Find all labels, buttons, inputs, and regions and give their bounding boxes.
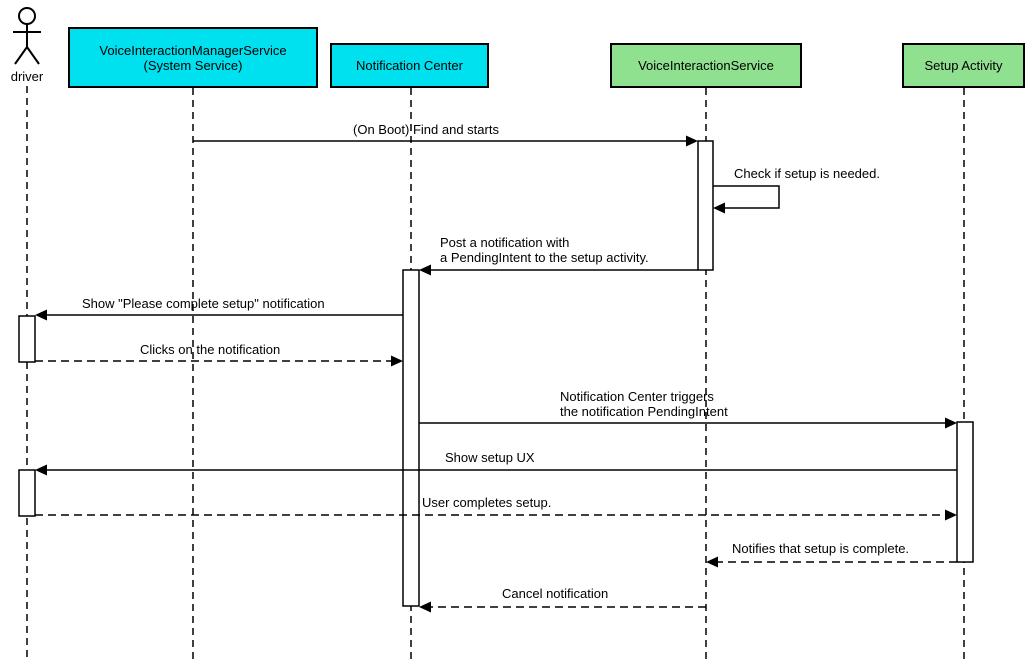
activation-bar-notification-center <box>402 269 420 607</box>
activation-bar-driver-1 <box>18 315 36 363</box>
message-arrow-7 <box>35 509 957 521</box>
activation-bar-voiceinteractionservice <box>697 140 714 271</box>
message-arrow-0 <box>193 135 698 147</box>
arrowhead <box>419 264 431 276</box>
message-label-6: Show setup UX <box>445 450 535 465</box>
participant-label: VoiceInteractionService <box>638 58 774 73</box>
message-label-2: Post a notification with a PendingIntent… <box>440 235 649 265</box>
message-arrow-5 <box>419 417 957 429</box>
message-label-8: Notifies that setup is complete. <box>732 541 910 556</box>
message-arrow-9 <box>419 601 706 613</box>
participant-label: Setup Activity <box>924 58 1003 73</box>
participant-label: Notification Center <box>356 58 463 73</box>
participant-box-voiceinteractionmanagerservice: VoiceInteractionManagerService (System S… <box>68 27 318 88</box>
message-arrow-3 <box>35 309 403 321</box>
message-arrow-1-self <box>713 185 780 214</box>
participant-box-voiceinteractionservice: VoiceInteractionService <box>610 43 802 88</box>
message-label-3: Show "Please complete setup" notificatio… <box>82 296 325 311</box>
arrowhead <box>686 135 698 147</box>
actor-driver-label: driver <box>10 69 44 84</box>
message-label-0: (On Boot) Find and starts <box>353 122 499 137</box>
message-arrow-8 <box>706 556 957 568</box>
arrowhead <box>945 509 957 521</box>
message-label-5: Notification Center triggers the notific… <box>560 389 728 419</box>
message-arrow-6 <box>35 464 957 476</box>
message-arrow-2 <box>419 264 698 276</box>
arrowhead <box>706 556 718 568</box>
participant-label: VoiceInteractionManagerService (System S… <box>99 42 287 73</box>
arrowhead <box>945 417 957 429</box>
participant-box-setup-activity: Setup Activity <box>902 43 1025 88</box>
arrowhead <box>391 355 403 367</box>
message-label-1: Check if setup is needed. <box>734 166 880 181</box>
message-label-9: Cancel notification <box>502 586 609 601</box>
arrowhead <box>419 601 431 613</box>
activation-bar-driver-2 <box>18 469 36 517</box>
arrowhead <box>35 309 47 321</box>
message-arrow-4 <box>35 355 403 367</box>
actor-driver-icon <box>13 7 41 65</box>
arrowhead <box>713 202 725 214</box>
arrowhead <box>35 464 47 476</box>
participant-box-notification-center: Notification Center <box>330 43 489 88</box>
message-label-4: Clicks on the notification <box>140 342 281 357</box>
message-label-7: User completes setup. <box>422 495 552 510</box>
activation-bar-setup-activity <box>956 421 974 563</box>
